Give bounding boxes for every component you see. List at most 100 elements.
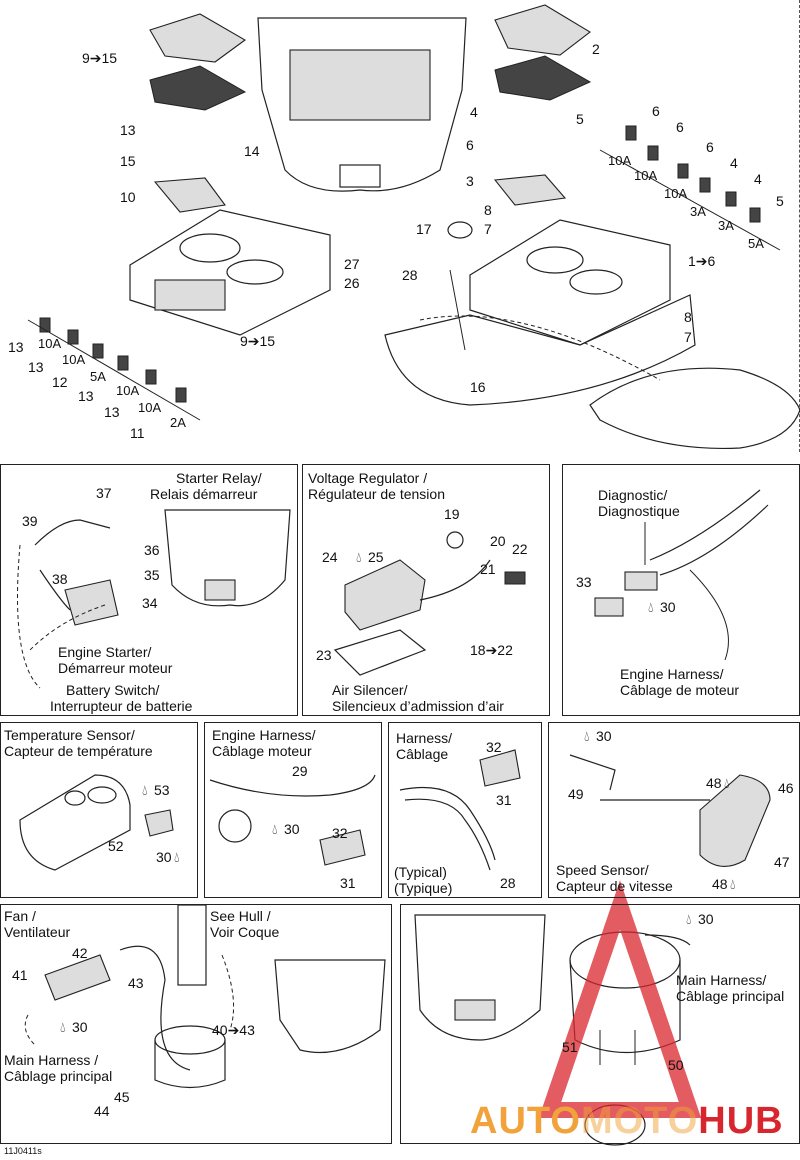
panel-harness <box>388 722 542 898</box>
drop-icon-53: 💧︎ <box>142 782 148 798</box>
drop-icon-30-eng: 💧︎ <box>272 821 278 837</box>
harness-title-fr: Câblage <box>396 746 449 762</box>
document-code: 11J0411s <box>4 1146 42 1156</box>
nut-17 <box>447 221 473 239</box>
callout-43: 43 <box>128 975 144 991</box>
fan-connector-41 <box>44 954 111 1001</box>
connector-19 <box>446 531 464 549</box>
fuses-left <box>39 317 187 403</box>
callout-14: 14 <box>244 143 260 159</box>
diagnostic-connector-33 <box>624 571 658 591</box>
callout-44: 44 <box>94 1103 110 1119</box>
leader-battery <box>17 544 41 689</box>
callout-5: 5 <box>576 111 584 127</box>
temp-title-fr: Capteur de température <box>4 743 153 759</box>
fuse-left-3-amp: 5A <box>90 369 106 384</box>
fuse-right-4-amp: 3A <box>690 204 706 219</box>
temp-port-b <box>64 790 86 806</box>
callout-42: 42 <box>72 945 88 961</box>
fuses-right <box>625 125 761 223</box>
callout-30-temp: 30 <box>156 849 172 865</box>
engine-starter-fr: Démarreur moteur <box>58 660 173 676</box>
callout-28: 28 <box>402 267 418 283</box>
panel-fan <box>0 904 392 1144</box>
watermark-moto: MOTO <box>580 1100 699 1142</box>
see-hull-fr: Voir Coque <box>210 924 280 940</box>
callout-8-top: 8 <box>484 202 492 218</box>
typical-fr: (Typique) <box>394 880 453 896</box>
fuse-left-4-amp: 10A <box>116 383 140 398</box>
callout-19: 19 <box>444 506 460 522</box>
temp-port-a <box>87 786 117 804</box>
eng-harness-title-en: Engine Harness/ <box>212 727 316 743</box>
voltage-regulator-18 <box>344 559 426 631</box>
eng-harness-title-fr: Câblage moteur <box>212 743 312 759</box>
cover-2 <box>494 4 591 56</box>
fuse-left-2-amp: 10A <box>62 352 86 367</box>
boat-silhouette <box>589 367 800 450</box>
fan-hull-view <box>274 959 386 1053</box>
callout-32-eng: 32 <box>332 825 348 841</box>
callout-39: 39 <box>22 513 38 529</box>
watermark-triangle <box>538 880 702 1118</box>
callout-6: 6 <box>466 137 474 153</box>
panel-engine-harness <box>204 722 382 898</box>
diagnostic-cap <box>594 597 624 617</box>
fuse-left-1-num: 13 <box>8 339 24 355</box>
leader-see-hull <box>221 954 235 1031</box>
callout-29: 29 <box>292 763 308 779</box>
fuse-left-6-amp: 2A <box>170 415 186 430</box>
starter-relay-34 <box>64 579 119 626</box>
fan-housing <box>154 1040 226 1089</box>
callout-30-br: 30 <box>698 911 714 927</box>
gasket-23 <box>333 629 427 676</box>
callout-50: 50 <box>668 1057 684 1073</box>
callout-33: 33 <box>576 574 592 590</box>
leader-harness <box>689 569 729 661</box>
callout-32-harness: 32 <box>486 739 502 755</box>
fuse-box-left <box>129 209 331 336</box>
leader-main-harness <box>24 1014 36 1046</box>
callout-35: 35 <box>144 567 160 583</box>
callout-7-top: 7 <box>484 221 492 237</box>
cable-38 <box>39 569 71 611</box>
callout-20: 20 <box>490 533 506 549</box>
callout-53: 53 <box>154 782 170 798</box>
br-main-harness-en: Main Harness/ <box>676 972 767 988</box>
callout-18-22: 18➔22 <box>470 642 513 658</box>
battery-switch-en: Battery Switch/ <box>66 682 160 698</box>
drop-icon-25: 💧︎ <box>356 549 362 565</box>
callout-24: 24 <box>322 549 338 565</box>
callout-30-speed: 30 <box>596 728 612 744</box>
fuse-row-right-line <box>599 149 781 251</box>
starter-title-en: Starter Relay/ <box>176 470 262 486</box>
callout-28-harness: 28 <box>500 875 516 891</box>
callout-40-43: 40➔43 <box>212 1022 255 1038</box>
bracket-3 <box>493 174 567 206</box>
panel-temperature-sensor <box>0 722 198 898</box>
harness-plug-31 <box>319 829 366 866</box>
callout-23: 23 <box>316 647 332 663</box>
callout-30-eng: 30 <box>284 821 300 837</box>
harness-bundle-28 <box>399 786 496 861</box>
callout-3: 3 <box>466 173 474 189</box>
main-harness-fr: Câblage principal <box>4 1068 113 1084</box>
fuse-socket-right-a <box>526 246 584 274</box>
callout-49: 49 <box>568 786 584 802</box>
fuse-left-5-amp: 10A <box>138 400 162 415</box>
callout-13: 13 <box>120 122 136 138</box>
callout-1-6: 1➔6 <box>688 253 716 269</box>
fuse-right-2-amp: 10A <box>634 168 658 183</box>
panel-voltage-regulator <box>302 464 550 716</box>
fuse-socket-right-b <box>569 269 623 295</box>
drop-icon-30-fan: 💧︎ <box>60 1019 66 1035</box>
hull-compartment <box>289 49 431 121</box>
drop-icon-30-speed: 💧︎ <box>584 728 590 744</box>
panel-starter-relay <box>0 464 298 716</box>
callout-48-bottom: 48 <box>712 876 728 892</box>
cover-9-15 <box>149 13 247 63</box>
temp-title-en: Temperature Sensor/ <box>4 727 135 743</box>
fuse-right-5-amp: 3A <box>718 218 734 233</box>
diagnostic-title-en: Diagnostic/ <box>598 487 668 503</box>
engine-harness-fr: Câblage de moteur <box>620 682 740 698</box>
